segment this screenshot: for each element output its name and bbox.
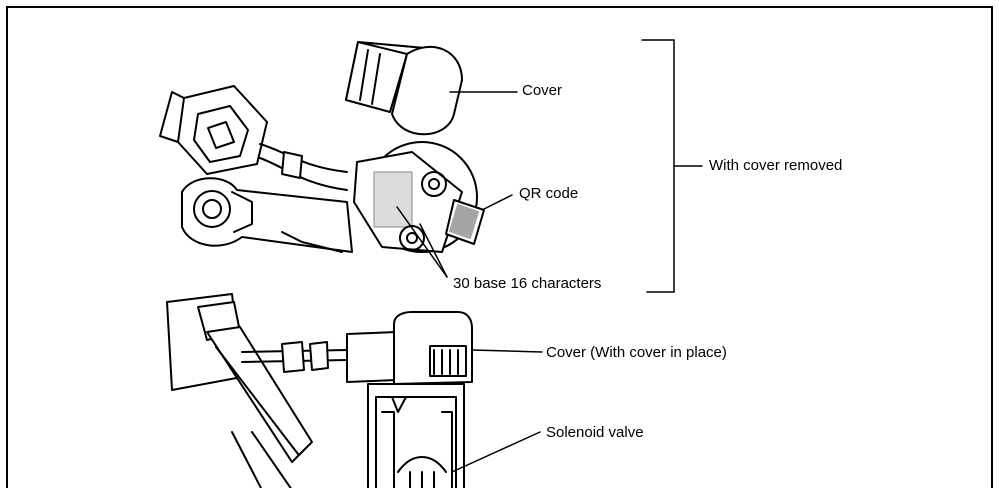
leaders-top: [396, 39, 703, 293]
qr-tag: [445, 199, 485, 245]
label-base16-characters: 30 base 16 characters: [453, 275, 602, 292]
injector-bottom: [346, 311, 473, 488]
injector-drawing: [159, 39, 703, 488]
label-cover-in-place: Cover (With cover in place): [546, 344, 727, 361]
leaders-bottom: [451, 349, 543, 473]
diagram-frame: Cover With cover removed QR code 30 base…: [6, 6, 993, 488]
label-cover: Cover: [522, 82, 563, 99]
connector-bottom: [166, 293, 313, 488]
connector-top: [159, 85, 268, 175]
wires-top: [259, 143, 348, 191]
detached-cover: [345, 41, 463, 136]
label-solenoid-valve: Solenoid valve: [546, 424, 644, 441]
harness-bottom: [241, 341, 348, 373]
label-with-cover-removed: With cover removed: [709, 157, 843, 174]
label-qr-code: QR code: [519, 185, 579, 202]
injector-body-top: [181, 177, 353, 253]
